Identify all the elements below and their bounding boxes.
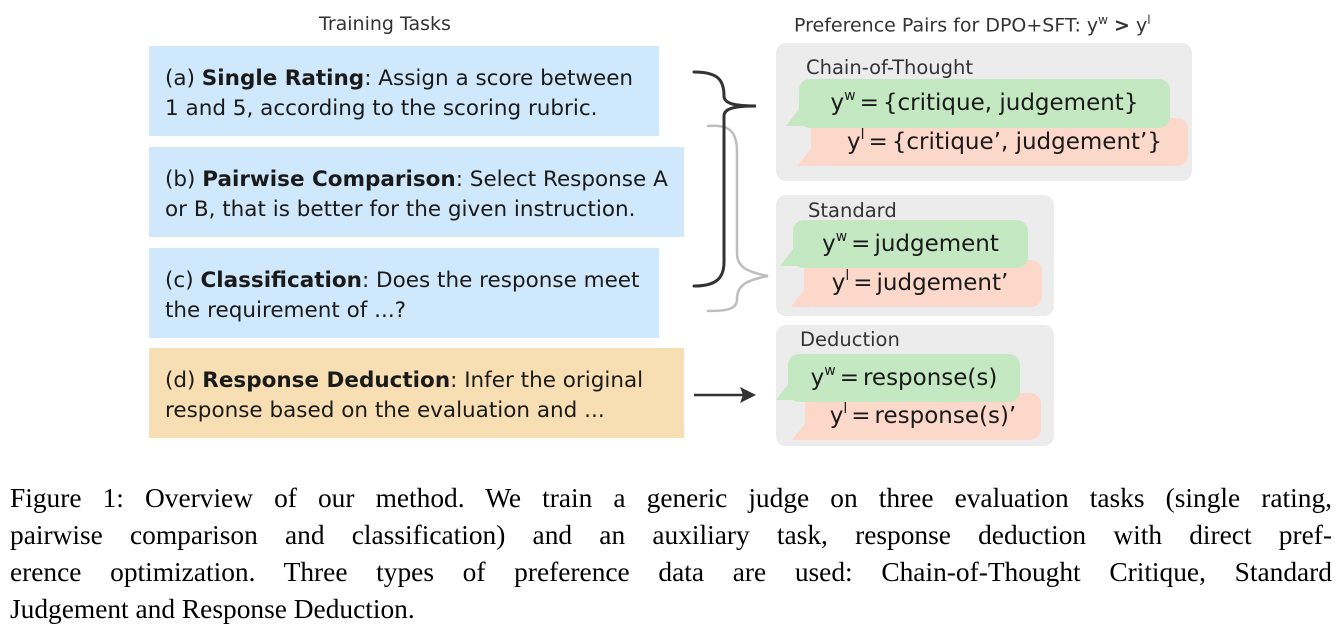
- bubble-cot-win: yw={critique, judgement}: [799, 79, 1170, 128]
- task-classification: (c) Classification: Does the response me…: [149, 248, 659, 338]
- bubble-standard-win: yw=judgement: [793, 220, 1028, 268]
- caption-line-3: erence optimization. Three types of pref…: [10, 557, 1332, 587]
- bubble-deduction-win: yw=response(s): [788, 354, 1020, 402]
- preference-pairs-title-text: Preference Pairs for DPO+SFT: y: [794, 14, 1099, 37]
- task-single-rating-name: Single Rating: [201, 66, 365, 91]
- task-classification-name: Classification: [200, 268, 362, 293]
- caption-line-2: pairwise comparison and classification) …: [10, 520, 1332, 550]
- task-single-rating-line1: (a) Single Rating: Assign a score betwee…: [165, 66, 634, 91]
- figure-caption: Figure 1: Overview of our method. We tra…: [10, 480, 1332, 628]
- task-classification-line1: (c) Classification: Does the response me…: [165, 268, 640, 293]
- preference-pairs-title-sup-l: l: [1147, 13, 1151, 27]
- task-response-deduction-name: Response Deduction: [202, 368, 451, 393]
- task-classification-line2: the requirement of ...?: [165, 298, 407, 323]
- panel-label-deduction: Deduction: [800, 328, 900, 351]
- task-pairwise-comparison-line1: (b) Pairwise Comparison: Select Response…: [165, 167, 668, 192]
- caption-line-4: Judgement and Response Deduction.: [10, 594, 415, 624]
- panel-label-standard: Standard: [808, 199, 897, 222]
- task-pairwise-comparison-line2: or B, that is better for the given instr…: [165, 197, 636, 222]
- brace-dark: [692, 70, 757, 288]
- task-pairwise-comparison-name: Pairwise Comparison: [202, 167, 456, 192]
- task-single-rating-line2: 1 and 5, according to the scoring rubric…: [165, 96, 598, 121]
- preference-pairs-title: Preference Pairs for DPO+SFT: yw > yl: [794, 13, 1151, 36]
- preference-pairs-title-y: y: [1136, 14, 1148, 37]
- preference-pairs-title-gt: >: [1114, 14, 1130, 37]
- caption-line-1: Figure 1: Overview of our method. We tra…: [10, 483, 1332, 513]
- task-response-deduction: (d) Response Deduction: Infer the origin…: [149, 348, 684, 438]
- brace-light: [706, 124, 769, 313]
- task-response-deduction-line2: response based on the evaluation and ...: [165, 398, 605, 423]
- training-tasks-title: Training Tasks: [319, 13, 451, 35]
- task-response-deduction-line1: (d) Response Deduction: Infer the origin…: [165, 368, 644, 393]
- task-pairwise-comparison: (b) Pairwise Comparison: Select Response…: [149, 147, 684, 237]
- arrow-deduction-head: [740, 387, 756, 403]
- preference-pairs-title-sup-w: w: [1098, 13, 1108, 27]
- task-single-rating: (a) Single Rating: Assign a score betwee…: [149, 46, 659, 136]
- panel-label-chain-of-thought: Chain-of-Thought: [806, 56, 974, 79]
